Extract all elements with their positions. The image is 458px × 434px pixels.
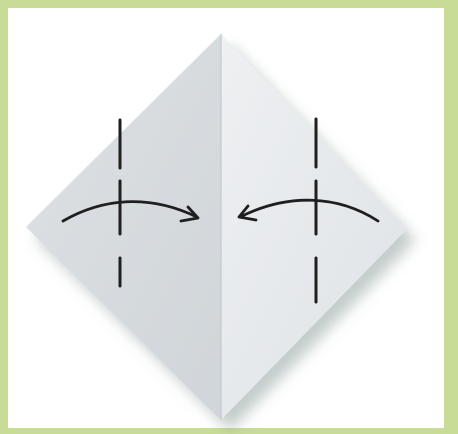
paper-left-half (26, 34, 221, 420)
paper-diamond (26, 34, 407, 420)
paper-right-half (221, 34, 407, 420)
